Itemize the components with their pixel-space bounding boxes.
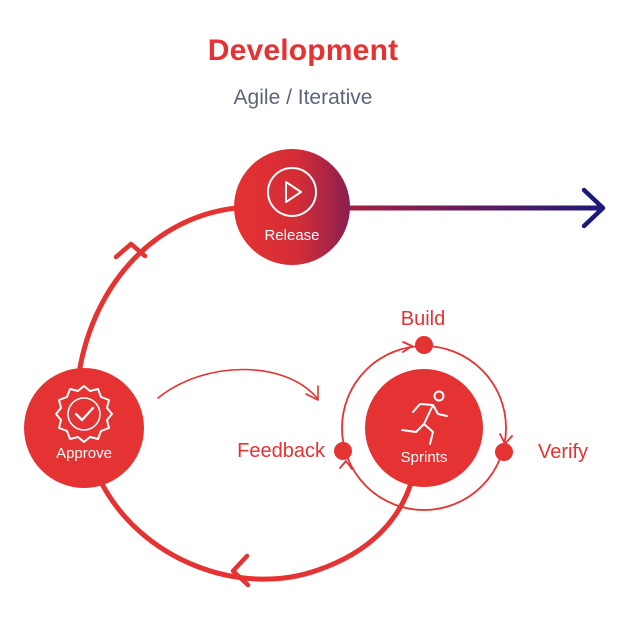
verified-badge-icon xyxy=(55,385,113,443)
page-subtitle: Agile / Iterative xyxy=(233,86,373,109)
approve-node: Approve xyxy=(24,368,144,488)
sprint-loop xyxy=(334,336,513,511)
cycle-arrowhead-left xyxy=(230,553,251,588)
sprints-node: Sprints xyxy=(365,369,483,487)
approve-to-sprints-arrow xyxy=(157,368,319,401)
cycle-arrowhead-up xyxy=(113,241,148,260)
build-dot xyxy=(415,336,433,354)
build-label: Build xyxy=(401,308,445,330)
sprints-label: Sprints xyxy=(401,449,448,466)
main-cycle-loop xyxy=(75,205,415,588)
release-label: Release xyxy=(264,227,319,244)
approve-label: Approve xyxy=(56,445,112,462)
release-output-arrow xyxy=(337,187,606,229)
play-icon xyxy=(267,167,317,217)
feedback-dot xyxy=(334,442,352,460)
release-node: Release xyxy=(234,149,350,265)
page-title: Development xyxy=(207,34,399,67)
feedback-label: Feedback xyxy=(237,440,326,462)
verify-dot xyxy=(495,443,513,461)
running-person-icon xyxy=(401,390,448,445)
verify-label: Verify xyxy=(538,441,588,463)
